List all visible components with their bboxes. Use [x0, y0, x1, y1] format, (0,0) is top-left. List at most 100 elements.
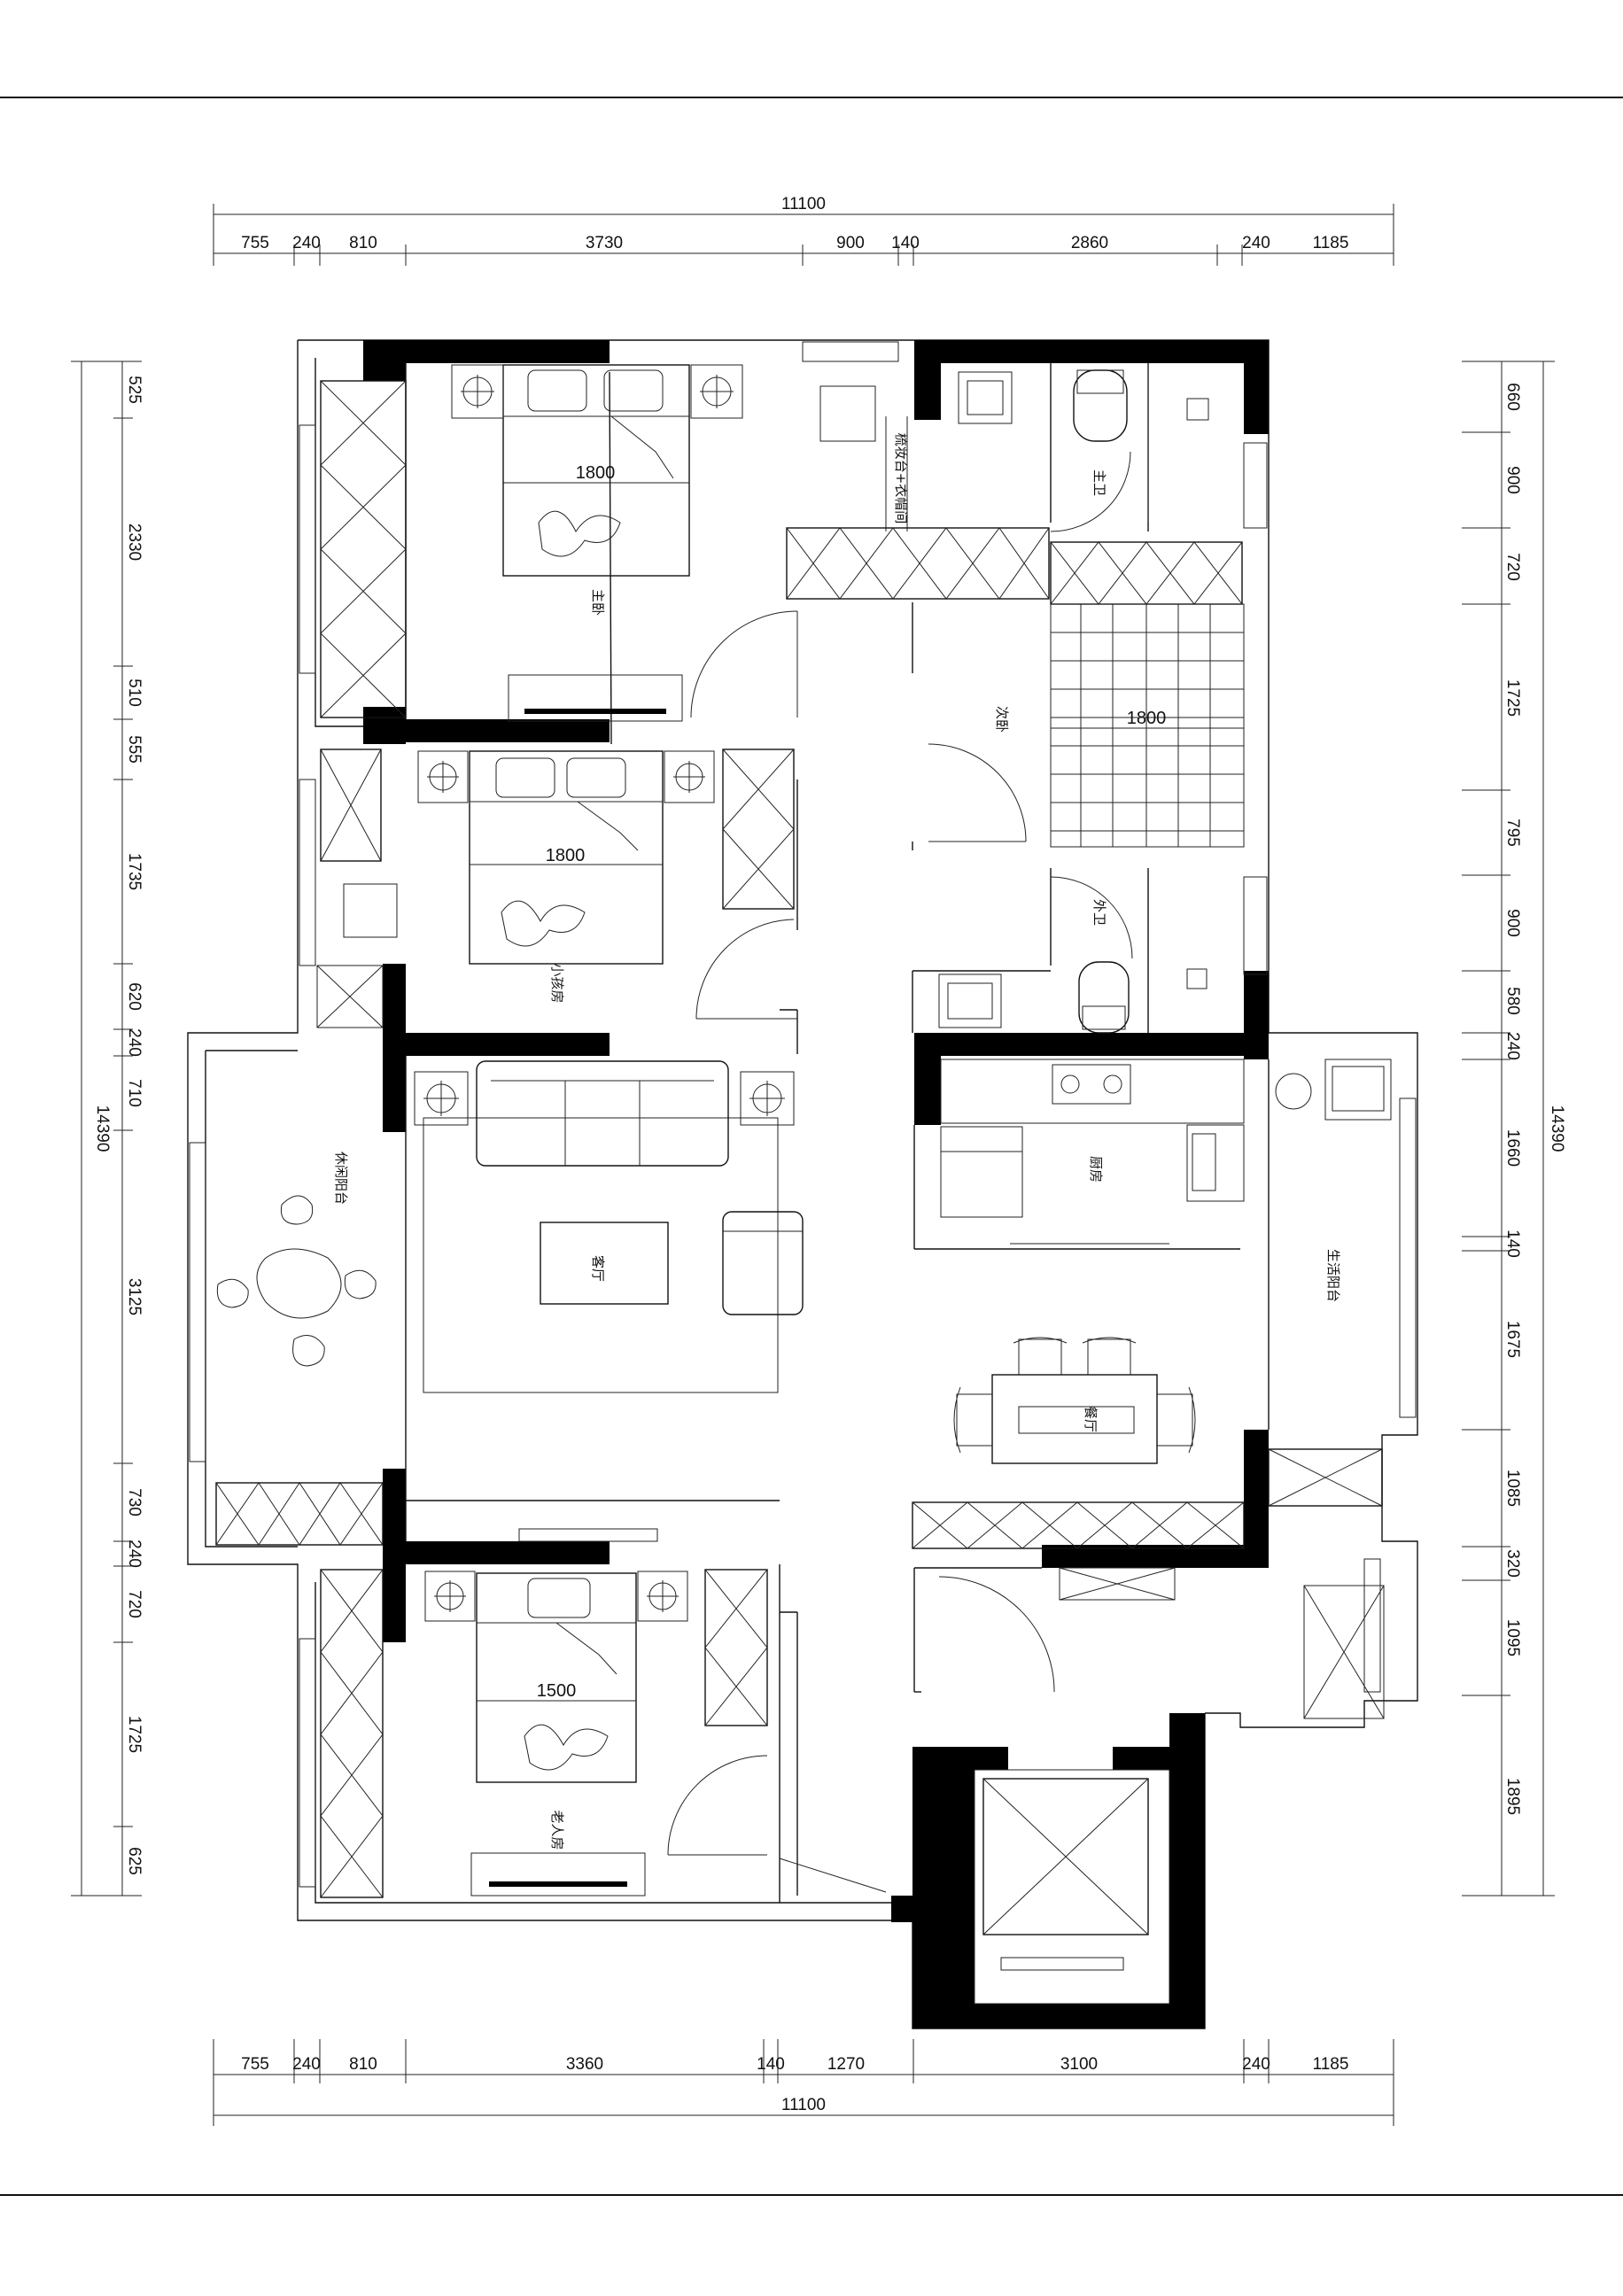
wall-segment — [1244, 971, 1269, 1059]
guest-bath: 外卫 — [938, 876, 1208, 1034]
nightstand — [424, 1571, 476, 1622]
right-dim-5: 795 — [1503, 818, 1522, 847]
leisure-balcony: 休闲阳台 — [215, 965, 384, 1546]
door-swing — [667, 1755, 768, 1856]
wall-segment — [1244, 1430, 1269, 1563]
right-dim-8: 240 — [1503, 1032, 1522, 1060]
left-dim-5: 1735 — [125, 853, 144, 890]
washbasin — [938, 973, 1002, 1028]
cooktop — [1052, 1064, 1131, 1105]
master-bedroom-label: 主卧 — [590, 589, 606, 616]
nightstand — [451, 364, 504, 419]
side-table — [740, 1071, 795, 1126]
right-total-dim: 14390 — [1548, 1105, 1566, 1152]
wall-segment — [383, 1469, 406, 1642]
wall-segment — [912, 2004, 1205, 2028]
sheet-frame — [0, 97, 1623, 2196]
door-swing — [1050, 876, 1133, 959]
tv-unit — [508, 674, 683, 722]
wall-segment — [912, 1747, 975, 2028]
master-bath: 主卫 — [958, 363, 1209, 532]
bottom-dim-3: 810 — [349, 2055, 377, 2074]
bed — [469, 750, 664, 965]
kids-bed-width: 1800 — [546, 846, 586, 865]
door-swing — [928, 743, 1027, 842]
wardrobe — [320, 749, 382, 862]
sofa — [476, 1060, 729, 1167]
washbasin — [1275, 1073, 1312, 1110]
wall-segment — [975, 1747, 1008, 1770]
right-dim-13: 320 — [1503, 1549, 1522, 1578]
right-dim-12: 1085 — [1503, 1470, 1522, 1507]
elevator-door — [1000, 1957, 1124, 1971]
window — [1399, 1098, 1417, 1418]
right-dim-1: 660 — [1503, 383, 1522, 411]
nightstand — [690, 364, 743, 419]
window — [189, 1142, 206, 1462]
bottom-dim-6: 1270 — [827, 2055, 865, 2074]
dressing-stool — [819, 385, 876, 442]
master-bed-width: 1800 — [576, 463, 616, 483]
second-bedroom: 1800 次卧 — [928, 541, 1245, 848]
storage-cabinet — [215, 1482, 384, 1546]
wall-segment — [406, 340, 610, 363]
wall-segment — [914, 1033, 941, 1125]
right-dim-11: 1675 — [1503, 1321, 1522, 1358]
shoe-cabinet — [1059, 1567, 1176, 1601]
door-swing — [690, 610, 798, 718]
top-dim-8: 240 — [1242, 234, 1270, 252]
left-dim-1: 525 — [125, 376, 144, 404]
window — [299, 779, 316, 966]
nightstand — [417, 750, 469, 803]
kitchen-label: 厨房 — [1088, 1156, 1104, 1183]
toilet — [1073, 369, 1128, 442]
closet-row — [786, 527, 1050, 600]
elevator-car — [982, 1778, 1149, 1935]
utility-balcony-label: 生活阳台 — [1325, 1249, 1341, 1302]
tatami-pattern — [1051, 604, 1244, 847]
rug — [423, 1117, 779, 1393]
stepping-stones — [216, 1195, 377, 1367]
elder-room-label: 老人房 — [549, 1810, 565, 1850]
desk-chair — [343, 883, 398, 938]
side-table — [414, 1071, 469, 1126]
second-bed-width: 1800 — [1127, 709, 1167, 728]
wall-segment — [941, 340, 1269, 363]
wall-segment — [941, 1033, 1244, 1056]
top-dim-6: 140 — [891, 234, 920, 252]
walls — [187, 339, 1418, 2029]
left-dim-4: 555 — [125, 735, 144, 764]
washbasin — [958, 371, 1013, 424]
wall-segment — [406, 719, 610, 742]
wall-segment — [1244, 340, 1269, 434]
bed — [476, 1572, 637, 1783]
dressing-label: 梳妆台+衣帽间 — [893, 433, 909, 524]
right-dim-14: 1095 — [1503, 1619, 1522, 1656]
second-bedroom-label: 次卧 — [994, 706, 1010, 733]
left-dim-14: 625 — [125, 1847, 144, 1875]
armchair — [722, 1211, 804, 1315]
wardrobe — [722, 749, 795, 910]
elder-room: 1500 老人房 — [320, 1528, 887, 1898]
bed — [502, 364, 690, 577]
elevator-shaft — [974, 1769, 1170, 2005]
left-dim-3: 510 — [125, 679, 144, 707]
bottom-dim-8: 240 — [1242, 2055, 1270, 2074]
wall-segment — [406, 1541, 610, 1564]
top-total-dim: 11100 — [781, 195, 826, 213]
bottom-dim-4: 3360 — [566, 2055, 603, 2074]
counter — [940, 1059, 1245, 1124]
right-dim-9: 1660 — [1503, 1129, 1522, 1167]
left-dim-13: 1725 — [125, 1716, 144, 1753]
bottom-dim-7: 3100 — [1060, 2055, 1098, 2074]
wall-segment — [891, 1896, 912, 1922]
sink — [1186, 1124, 1245, 1202]
left-dim-7: 240 — [125, 1028, 144, 1057]
left-dimensions: 14390 525 2330 510 555 1735 620 240 710 … — [71, 361, 144, 1897]
sideboard — [912, 1501, 1245, 1549]
coffee-table — [540, 1222, 669, 1305]
living-room-label: 客厅 — [590, 1255, 606, 1282]
utility-balcony: 生活阳台 — [1268, 1059, 1392, 1719]
shower — [1186, 968, 1208, 989]
